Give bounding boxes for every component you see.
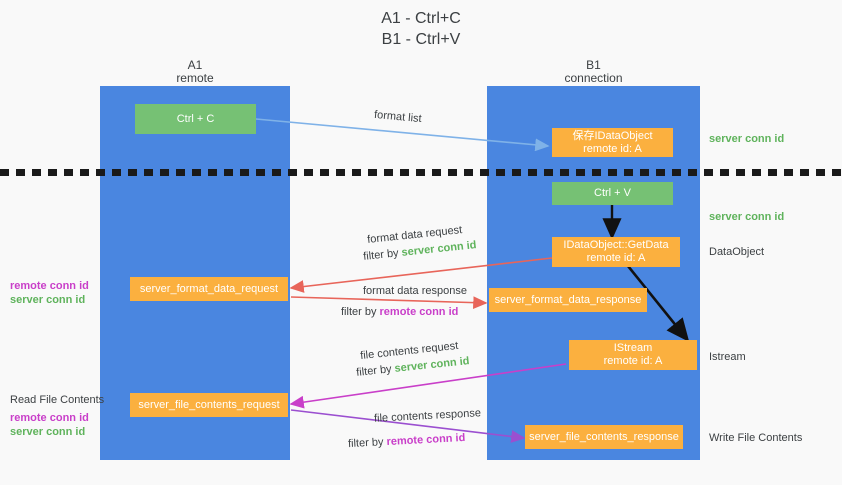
column-header-b1-name: B1 — [586, 58, 601, 72]
box-istream-line1: IStream — [613, 342, 653, 354]
column-header-a1-sub: remote — [176, 71, 214, 85]
filter-prefix-2: filter by — [341, 306, 380, 318]
edge-label-format-data-response-filter: filter by remote conn id — [341, 305, 458, 319]
right-label-server-conn-id-top: server conn id — [709, 133, 785, 145]
edge-label-file-contents-response: file contents response — [373, 407, 482, 425]
box-server-file-contents-request[interactable]: server_file_contents_request — [130, 393, 288, 417]
right-label-istream: Istream — [709, 351, 746, 363]
box-istream-line2: remote id: A — [603, 355, 663, 367]
box-ctrl-c-line1: Ctrl + C — [176, 112, 215, 125]
phase-divider — [0, 169, 842, 176]
column-header-b1: B1 connection — [487, 59, 700, 85]
left-label-conn-id-group-2: remote conn id server conn id — [10, 411, 89, 439]
filter-prefix-1: filter by — [362, 246, 403, 263]
filter-prefix-3: filter by — [355, 362, 396, 379]
box-server-format-data-response-line1: server_format_data_response — [494, 293, 642, 306]
column-header-a1-name: A1 — [187, 58, 203, 72]
box-idataobject-getdata-line2: remote id: A — [586, 252, 646, 264]
box-istream[interactable]: IStream remote id: A — [569, 340, 697, 370]
right-label-server-conn-id-mid: server conn id — [709, 211, 785, 223]
box-ctrl-v-line1: Ctrl + V — [594, 187, 631, 199]
right-label-data-object: DataObject — [709, 246, 765, 258]
left-label-server-conn-id-2: server conn id — [10, 426, 86, 438]
box-save-idataobject-line2: remote id: A — [583, 142, 642, 155]
box-ctrl-v[interactable]: Ctrl + V — [552, 182, 673, 205]
box-save-idataobject[interactable]: 保存IDataObject remote id: A — [552, 128, 673, 157]
filter-value-remote-conn-id-2: remote conn id — [386, 431, 466, 449]
left-label-server-conn-id-1: server conn id — [10, 294, 86, 306]
edge-label-format-data-response: format data response — [363, 285, 467, 297]
box-save-idataobject-line1: 保存IDataObject — [572, 129, 653, 142]
box-server-format-data-request[interactable]: server_format_data_request — [130, 277, 288, 301]
left-label-conn-id-group-1: remote conn id server conn id — [10, 279, 89, 307]
box-server-file-contents-response[interactable]: server_file_contents_response — [525, 425, 683, 449]
edge-label-file-contents-response-filter: filter by remote conn id — [348, 431, 466, 451]
box-server-format-data-response[interactable]: server_format_data_response — [489, 288, 647, 312]
column-header-b1-sub: connection — [564, 71, 623, 85]
left-label-remote-conn-id-1: remote conn id — [10, 280, 89, 292]
box-idataobject-getdata-line1: IDataObject::GetData — [563, 239, 669, 251]
box-server-format-data-request-line1: server_format_data_request — [139, 282, 279, 295]
box-server-file-contents-response-line1: server_file_contents_response — [529, 430, 679, 443]
right-label-write-file-contents: Write File Contents — [709, 432, 803, 444]
left-label-read-file-contents: Read File Contents — [10, 394, 105, 406]
column-header-a1: A1 remote — [100, 59, 290, 85]
edge-label-format-list: format list — [373, 108, 423, 126]
left-label-remote-conn-id-2: remote conn id — [10, 412, 89, 424]
box-ctrl-c[interactable]: Ctrl + C — [135, 104, 256, 134]
box-idataobject-getdata[interactable]: IDataObject::GetData remote id: A — [552, 237, 680, 267]
page-title: A1 - Ctrl+C B1 - Ctrl+V — [381, 10, 461, 48]
filter-value-remote-conn-id-1: remote conn id — [379, 306, 459, 318]
box-server-file-contents-request-line1: server_file_contents_request — [138, 398, 280, 411]
filter-prefix-4: filter by — [347, 436, 387, 451]
